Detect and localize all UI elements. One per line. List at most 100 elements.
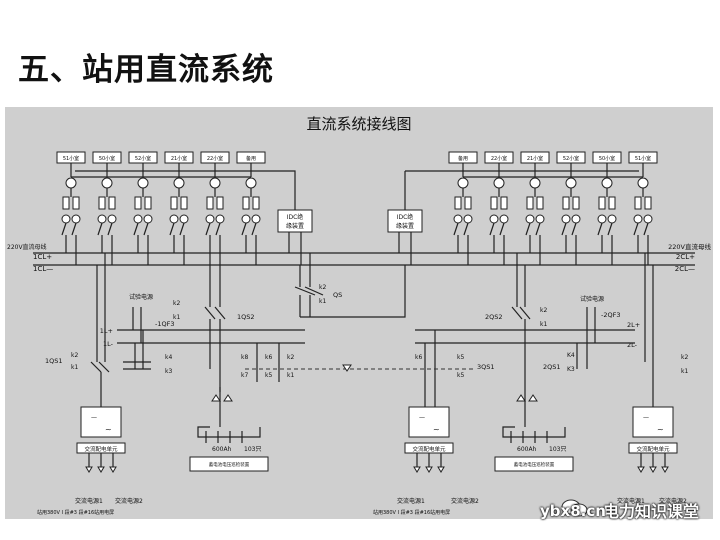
lamp-icon xyxy=(525,214,535,224)
k2-1qs2: k2 xyxy=(173,300,180,307)
meter-icon xyxy=(65,177,77,189)
feeder-box-left-1 xyxy=(92,151,122,164)
fuse-icon xyxy=(170,196,178,210)
bus-label-left: 220V直流母线 xyxy=(7,243,47,251)
ac-left-1: 交流电源1 xyxy=(75,497,103,505)
wire xyxy=(241,222,247,236)
fuse-icon xyxy=(242,196,250,210)
feeder-box-right-3 xyxy=(556,151,586,164)
feeder-label-right-4: 50小室 xyxy=(599,155,615,162)
k6-right: k6 xyxy=(415,354,422,361)
charger-left-label-box xyxy=(76,442,126,454)
imd-right-label-1: IDC绝 xyxy=(397,213,414,221)
lamp-icon xyxy=(169,214,179,224)
fuse-icon xyxy=(72,196,80,210)
fuse-icon xyxy=(252,196,260,210)
wire xyxy=(251,222,257,236)
charger-mid-label: 交流配电单元 xyxy=(412,445,446,453)
fuse-icon xyxy=(134,196,142,210)
charger-ac-sign: ~ xyxy=(657,425,664,434)
lamp-icon xyxy=(463,214,473,224)
lamp-icon xyxy=(643,214,653,224)
wire xyxy=(179,222,185,236)
fuse-icon xyxy=(500,196,508,210)
wire xyxy=(133,222,139,236)
switch-3qs1: 3QS1 xyxy=(477,363,495,371)
k6: k6 xyxy=(265,354,272,361)
feeder-label-right-0: 备用 xyxy=(458,155,468,162)
battery-left-note: 蓄电池电压巡检装置 xyxy=(209,461,250,468)
qs-k2: k2 xyxy=(319,284,326,291)
lamp-icon xyxy=(133,214,143,224)
fuse-icon xyxy=(562,196,570,210)
qs-switch xyxy=(294,286,316,296)
wire xyxy=(215,222,221,236)
diagram-title: 直流系统接线图 xyxy=(306,115,411,133)
meter-icon xyxy=(173,177,185,189)
imd-right-label-2: 缘装置 xyxy=(396,222,414,230)
test-source-left: 试验电源 xyxy=(129,293,153,301)
wire xyxy=(97,222,103,236)
wire xyxy=(633,222,639,236)
lamp-icon xyxy=(453,214,463,224)
k5-right-2: k5 xyxy=(457,372,464,379)
lamp-icon xyxy=(61,214,71,224)
feeder-label-right-2: 21小室 xyxy=(527,155,543,162)
fuse-icon xyxy=(644,196,652,210)
charger-mid-label-box xyxy=(404,442,454,454)
imd-right xyxy=(387,209,423,233)
ac-arrow-icon xyxy=(85,466,93,473)
watermark-brand: 电力知识课堂 xyxy=(603,502,700,521)
feeder-label-left-4: 22小室 xyxy=(207,155,223,162)
switch-1qs1: 1QS1 xyxy=(45,357,63,365)
imd-left-label-1: IDC绝 xyxy=(287,213,304,221)
k2-left: k2 xyxy=(71,352,78,359)
fuse-icon xyxy=(180,196,188,210)
feeder-label-left-0: 51小室 xyxy=(63,155,79,162)
feeder-box-left-0 xyxy=(56,151,86,164)
k1-2qs2: k1 xyxy=(540,321,547,328)
charger-dc-sign: — xyxy=(643,414,649,421)
switch-2qs1: 2QS1 xyxy=(543,363,561,371)
feeder-label-right-5: 51小室 xyxy=(635,155,651,162)
bus-label-1cl-plus: 1CL+ xyxy=(33,253,52,261)
lamp-icon xyxy=(597,214,607,224)
feeder-label-left-2: 52小室 xyxy=(135,155,151,162)
dc-wiring-diagram: 直流系统接线图220V直流母线1CL+1CL—220V直流母线2CL+2CL—1… xyxy=(7,115,711,516)
fuse-arrow-icon xyxy=(223,394,233,402)
wire xyxy=(205,222,211,236)
wire xyxy=(643,222,649,236)
feeder-box-left-4 xyxy=(200,151,230,164)
lamp-icon xyxy=(241,214,251,224)
wire xyxy=(499,222,505,236)
fuse-icon xyxy=(536,196,544,210)
charger-mid xyxy=(408,406,450,438)
feeder-box-right-2 xyxy=(520,151,550,164)
wire xyxy=(453,222,459,236)
qf3-left: -1QF3 xyxy=(155,320,174,328)
charger-right-label-box xyxy=(628,442,678,454)
fuse-icon xyxy=(572,196,580,210)
feeder-box-right-1 xyxy=(484,151,514,164)
wire xyxy=(463,222,469,236)
k5-right: k5 xyxy=(457,354,464,361)
ac-mid-2: 交流电源2 xyxy=(451,497,479,505)
battery-right-note: 蓄电池电压巡检装置 xyxy=(514,461,555,468)
fuse-icon xyxy=(464,196,472,210)
test-source-right: 试验电源 xyxy=(580,295,604,303)
feeder-box-right-0 xyxy=(448,151,478,164)
charger-left xyxy=(80,406,122,438)
wire xyxy=(561,222,567,236)
lamp-icon xyxy=(535,214,545,224)
bus-label-right: 220V直流母线 xyxy=(668,242,711,251)
wire xyxy=(535,222,541,236)
meter-icon xyxy=(457,177,469,189)
meter-icon xyxy=(245,177,257,189)
k3-left: k3 xyxy=(165,368,172,375)
k5-center: k5 xyxy=(265,372,272,379)
k1-right: k1 xyxy=(681,368,688,375)
ac-arrow-icon xyxy=(649,466,657,473)
k7: k7 xyxy=(241,372,248,379)
battery-right-capacity: 600Ah xyxy=(517,446,537,453)
